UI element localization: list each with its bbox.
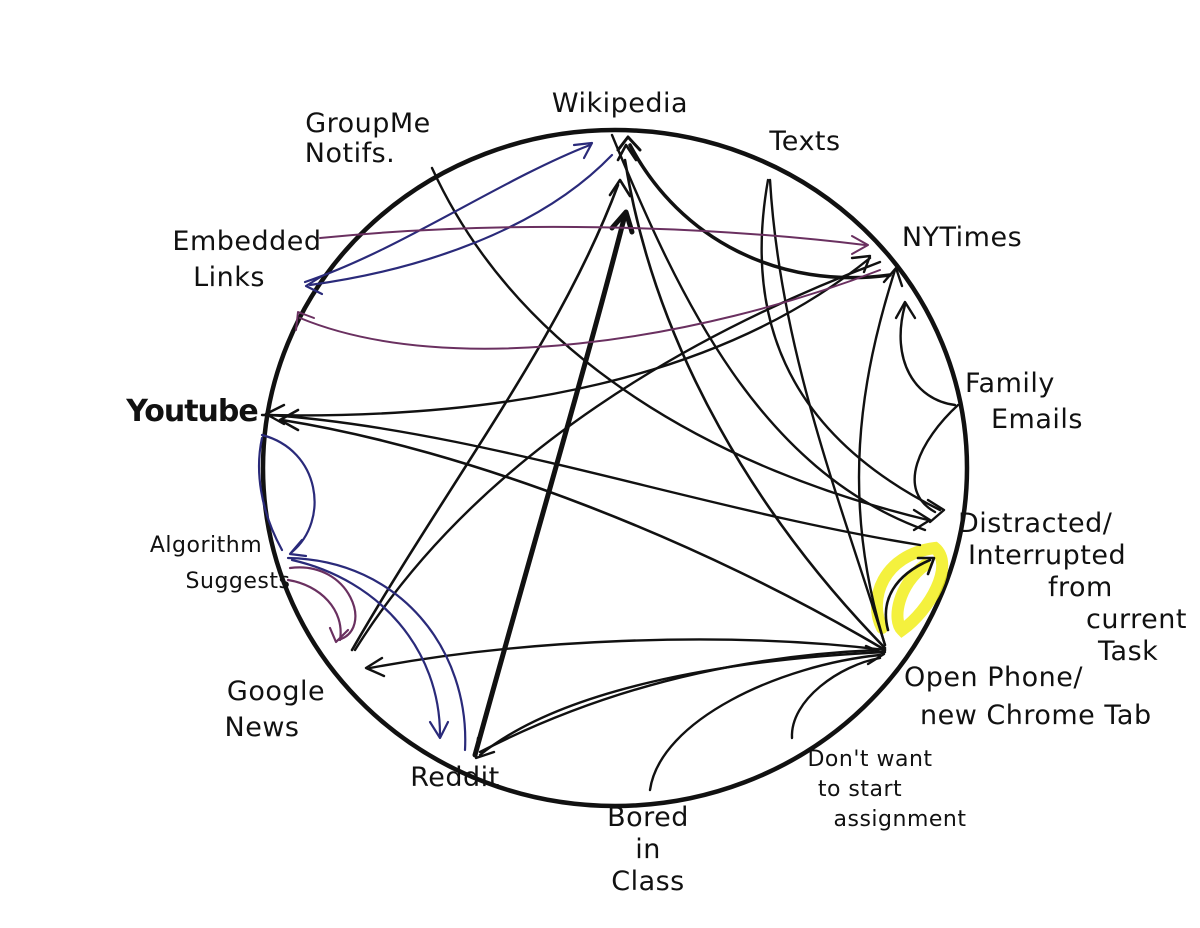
node-label-open: Open Phone/new Chrome Tab — [904, 662, 1152, 731]
node-label-wikipedia: Wikipedia — [552, 88, 688, 119]
node-label-line: Texts — [768, 126, 840, 157]
node-label-youtube: Youtube — [125, 394, 257, 429]
edge-embedded-wikipedia — [303, 143, 592, 284]
node-label-line: Wikipedia — [552, 88, 688, 119]
node-label-line: NYTimes — [902, 222, 1022, 253]
node-label-nytimes: NYTimes — [902, 222, 1022, 253]
node-label-line: GroupMe — [305, 108, 431, 139]
edge-open-gnews — [368, 638, 887, 670]
arrowhead-nytimes-loop — [894, 300, 917, 320]
arrowhead-distracted-3 — [916, 556, 936, 576]
edge-groupme-distracted — [430, 166, 930, 522]
arrowhead-wikipedia-top — [616, 135, 642, 152]
arrowhead-algorithm-self — [328, 626, 350, 644]
node-label-line: Reddit — [410, 762, 500, 793]
edges-navy — [257, 141, 614, 752]
edge-wikipedia-nytimes — [628, 143, 892, 280]
node-label-dontwant: Don't want to start assignment — [807, 747, 966, 832]
edge-youtube-nytimes — [260, 256, 872, 417]
node-label-line: Suggests — [186, 569, 291, 594]
node-label-line: Bored — [607, 802, 689, 833]
edge-gnews-wikipedia — [350, 183, 620, 652]
edge-distracted-open — [884, 558, 932, 632]
node-label-line: new Chrome Tab — [920, 700, 1152, 731]
arrowhead-nytimes-plum — [851, 235, 869, 255]
node-label-line: Google — [227, 676, 325, 707]
node-label-line: assignment — [834, 807, 967, 832]
edge-texts-open — [768, 178, 887, 647]
edge-algorithm-reddit — [286, 556, 467, 752]
edge-family-distracted — [913, 403, 960, 514]
edges-black — [260, 133, 960, 792]
edge-texts-distracted — [760, 178, 942, 512]
arrowhead-embedded-plum — [295, 311, 315, 331]
arrowhead-gnews-navy — [428, 720, 450, 740]
edge-open-wikipedia — [623, 158, 887, 650]
edge-algorithm-self — [288, 566, 357, 642]
arrowhead-distracted-2 — [926, 498, 946, 524]
node-label-line: Notifs. — [305, 138, 395, 169]
node-label-line: Open Phone/ — [904, 662, 1083, 693]
main-circle — [260, 127, 970, 809]
edge-wikipedia-embedded — [308, 153, 614, 287]
node-label-line: to start — [818, 777, 902, 802]
edge-gnews-nytimes — [353, 260, 882, 652]
node-label-line: from — [1048, 572, 1113, 603]
edge-open-youtube — [280, 418, 887, 652]
highlight-loop — [870, 541, 949, 638]
arrowhead-wikipedia-2 — [608, 178, 632, 198]
node-label-line: Embedded — [172, 226, 321, 257]
edge-dontwant-open — [790, 656, 882, 740]
arrowhead-gnews — [364, 656, 386, 678]
edge-distracted-youtube — [268, 413, 922, 547]
arrowhead-reddit — [474, 736, 496, 760]
node-label-line: Emails — [991, 404, 1083, 435]
node-label-line: Task — [1097, 636, 1158, 667]
node-label-line: News — [225, 712, 300, 743]
edge-wikipedia-distracted — [610, 133, 927, 532]
edge-algorithm-gnews — [290, 558, 442, 737]
node-label-texts: Texts — [768, 126, 840, 157]
edge-algorithm-self-2 — [286, 578, 342, 642]
node-label-line: Don't want — [807, 747, 932, 772]
node-label-line: Family — [965, 368, 1055, 399]
node-label-line: Links — [193, 262, 265, 293]
node-label-line: current — [1086, 604, 1187, 635]
arrowhead-nytimes-2 — [882, 266, 904, 288]
edge-algorithm-youtube — [257, 436, 284, 552]
arrowhead-wikipedia-navy — [572, 141, 594, 160]
node-label-line: Distracted/ — [958, 508, 1113, 539]
edge-reddit-open — [478, 648, 880, 754]
arrowhead-algorithm — [288, 538, 308, 558]
edges-plum — [286, 225, 881, 644]
edge-embedded-nytimes — [319, 225, 866, 246]
edge-open-nytimes — [857, 268, 897, 647]
arrowhead-open-1 — [864, 644, 886, 666]
edge-bored-open — [648, 653, 882, 792]
edge-nytimes-embedded — [299, 269, 881, 350]
edge-youtube-algorithm — [260, 433, 316, 554]
edge-family-nytimes — [899, 303, 957, 407]
node-label-line: Class — [611, 866, 685, 897]
node-label-line: Algorithm — [150, 533, 262, 558]
arrowhead-wikipedia-bold — [609, 209, 635, 235]
node-label-line: in — [635, 834, 661, 865]
node-label-reddit: Reddit — [410, 762, 500, 793]
edge-reddit-wikipedia — [472, 212, 628, 758]
edge-open-reddit — [478, 650, 887, 757]
arrowhead-youtube-2 — [264, 403, 286, 426]
node-label-line: Interrupted — [968, 540, 1126, 571]
arrowhead-youtube — [278, 408, 300, 432]
node-label-line: Youtube — [125, 394, 257, 429]
arrowhead-embedded — [304, 274, 324, 296]
